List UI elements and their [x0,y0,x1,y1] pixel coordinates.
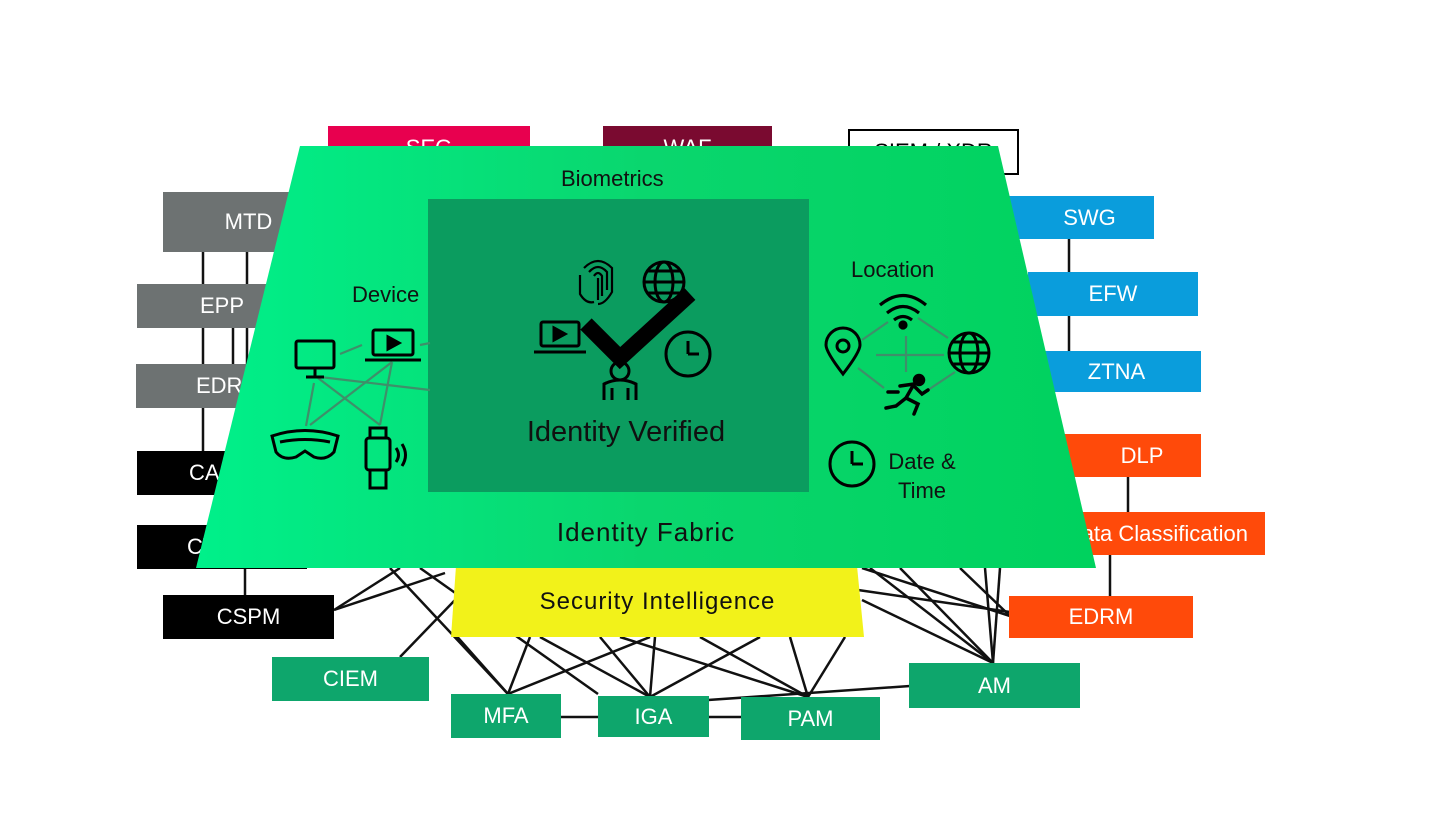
data-classification-label: Data Classification [1065,520,1248,546]
am-label: AM [978,672,1011,698]
dlp-box: DLP [1063,434,1201,477]
pam-label: PAM [787,705,834,731]
iga-box: IGA [598,696,709,737]
cspm-box: CSPM [163,595,334,639]
edrm-label: EDRM [1068,604,1134,629]
edr-label: EDR [196,373,243,398]
cspm-label: CSPM [216,604,281,629]
biometrics-label: Biometrics [561,166,664,191]
swg-box: SWG [1005,196,1154,239]
efw-box: EFW [1028,272,1198,316]
clock-icon [664,330,712,378]
mtd-box: MTD [163,192,296,252]
laptop-icon [365,328,421,362]
map-pin-icon [824,326,862,377]
identity-verified-label: Identity Verified [526,416,726,448]
fingerprint-icon [578,259,614,306]
smartwatch-icon [364,426,407,490]
globe-icon-location [947,331,991,375]
wifi-icon [878,293,928,330]
globe-icon [642,260,686,304]
efw-label: EFW [1088,281,1138,306]
ztna-label: ZTNA [1087,358,1146,384]
ciem-label: CIEM [323,666,378,691]
date-time-line1: Date & [888,449,956,474]
date-time-line2: Time [897,478,947,503]
device-label: Device [352,282,420,307]
iga-label: IGA [634,703,673,729]
date-time-label: Date & Time [876,447,968,505]
clock-icon-datetime [828,440,876,488]
pam-box: PAM [741,697,880,740]
am-box: AM [909,663,1080,708]
person-icon [602,360,638,400]
ztna-box: ZTNA [1032,351,1201,392]
location-label: Location [851,257,935,282]
mfa-box: MFA [451,694,561,738]
epp-label: EPP [200,293,245,318]
dlp-label: DLP [1120,442,1164,468]
mfa-label: MFA [483,703,529,728]
edrm-box: EDRM [1009,596,1193,638]
security-intelligence-bar: Security Intelligence [451,566,864,637]
ciem-box: CIEM [272,657,429,701]
security-intelligence-label: Security Intelligence [539,587,776,615]
identity-fabric-title: Identity Fabric [556,517,736,547]
vr-headset-icon [270,429,340,460]
checkmark-icon [580,288,696,370]
runner-icon [884,373,930,416]
laptop-icon-center [534,320,586,354]
swg-label: SWG [1063,204,1116,230]
monitor-icon [294,339,336,379]
mtd-label: MTD [224,209,273,234]
